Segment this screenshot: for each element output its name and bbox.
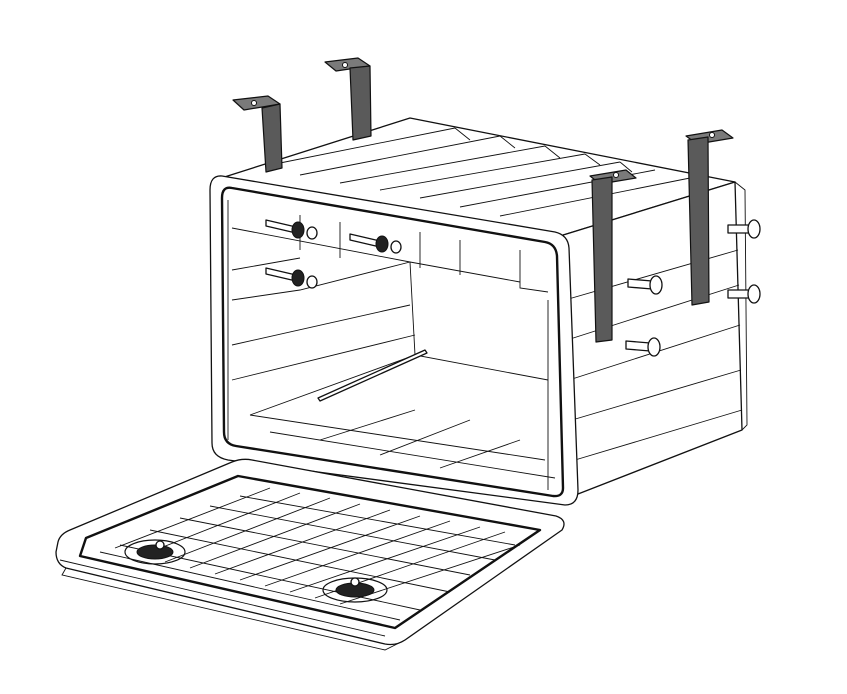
lid-grid xyxy=(59,487,521,651)
pin xyxy=(727,284,761,304)
bracket xyxy=(232,95,283,173)
interior-lines xyxy=(227,200,556,490)
bracket xyxy=(324,57,372,141)
lid-hinge-knob xyxy=(322,577,388,603)
pin xyxy=(627,275,663,295)
bolt xyxy=(349,233,402,254)
box-right-side xyxy=(559,181,743,495)
lid-hinge-knob xyxy=(124,539,186,565)
pin xyxy=(727,219,761,239)
bracket xyxy=(589,169,637,343)
lid-inner xyxy=(78,474,542,630)
bracket xyxy=(685,129,734,306)
frame-inner xyxy=(220,186,565,498)
inner-bolts xyxy=(265,219,402,289)
top-ribs xyxy=(264,127,691,217)
bolt xyxy=(265,219,318,240)
box-lid xyxy=(55,458,565,651)
mounting-brackets xyxy=(232,57,734,343)
box-front-frame xyxy=(209,175,579,506)
interior-strip xyxy=(317,349,428,402)
side-pins xyxy=(625,219,761,357)
pin xyxy=(625,337,661,357)
bolt xyxy=(265,267,318,289)
